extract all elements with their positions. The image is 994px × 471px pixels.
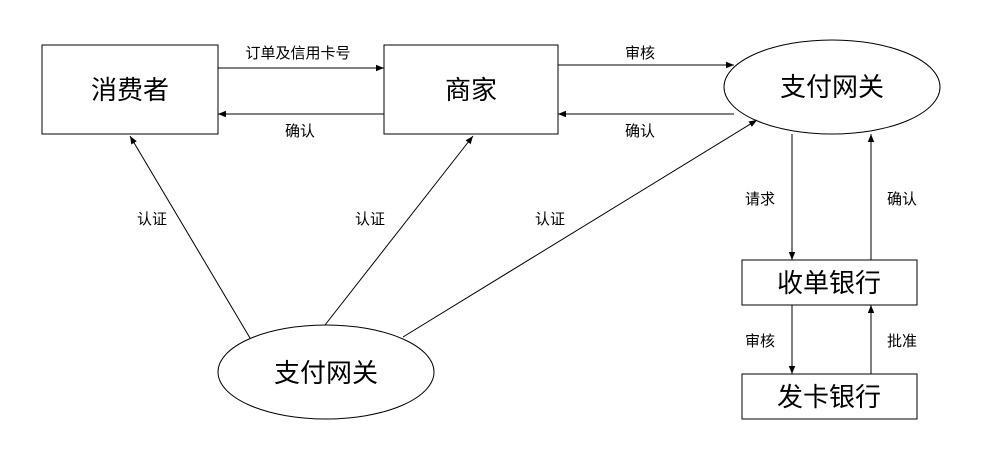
edge-gateway-to-merchant-label: 确认	[625, 122, 655, 140]
node-merchant-label: 商家	[445, 76, 497, 106]
edge-cert-consumer	[129, 135, 251, 339]
node-gateway-top-label: 支付网关	[780, 73, 884, 103]
node-gateway-bottom-label: 支付网关	[274, 359, 378, 389]
edge-acquirer-to-gateway-label: 确认	[887, 190, 917, 208]
edge-cert-merchant-label: 认证	[355, 210, 385, 228]
edge-cert-gateway	[402, 119, 758, 338]
node-issuer: 发卡银行	[741, 373, 918, 420]
edge-gateway-to-acquirer-label: 请求	[745, 190, 775, 208]
node-acquirer: 收单银行	[741, 259, 918, 306]
node-gateway-bottom: 支付网关	[217, 324, 435, 420]
edge-cert-merchant	[324, 135, 474, 326]
edge-issuer-to-acquirer-label: 批准	[887, 332, 917, 350]
edge-acquirer-to-issuer-label: 审核	[745, 332, 775, 350]
node-acquirer-label: 收单银行	[777, 269, 881, 299]
node-merchant: 商家	[383, 44, 559, 135]
edge-merchant-to-consumer-label: 确认	[285, 122, 315, 140]
edge-consumer-to-merchant-label: 订单及信用卡号	[245, 44, 350, 62]
node-gateway-top: 支付网关	[723, 39, 941, 135]
edge-merchant-to-gateway-label: 审核	[625, 44, 655, 62]
edge-cert-consumer-label: 认证	[137, 210, 167, 228]
node-consumer: 消费者	[41, 44, 219, 135]
node-consumer-label: 消费者	[91, 76, 169, 106]
node-issuer-label: 发卡银行	[777, 383, 881, 413]
edge-cert-gateway-label: 认证	[535, 210, 565, 228]
